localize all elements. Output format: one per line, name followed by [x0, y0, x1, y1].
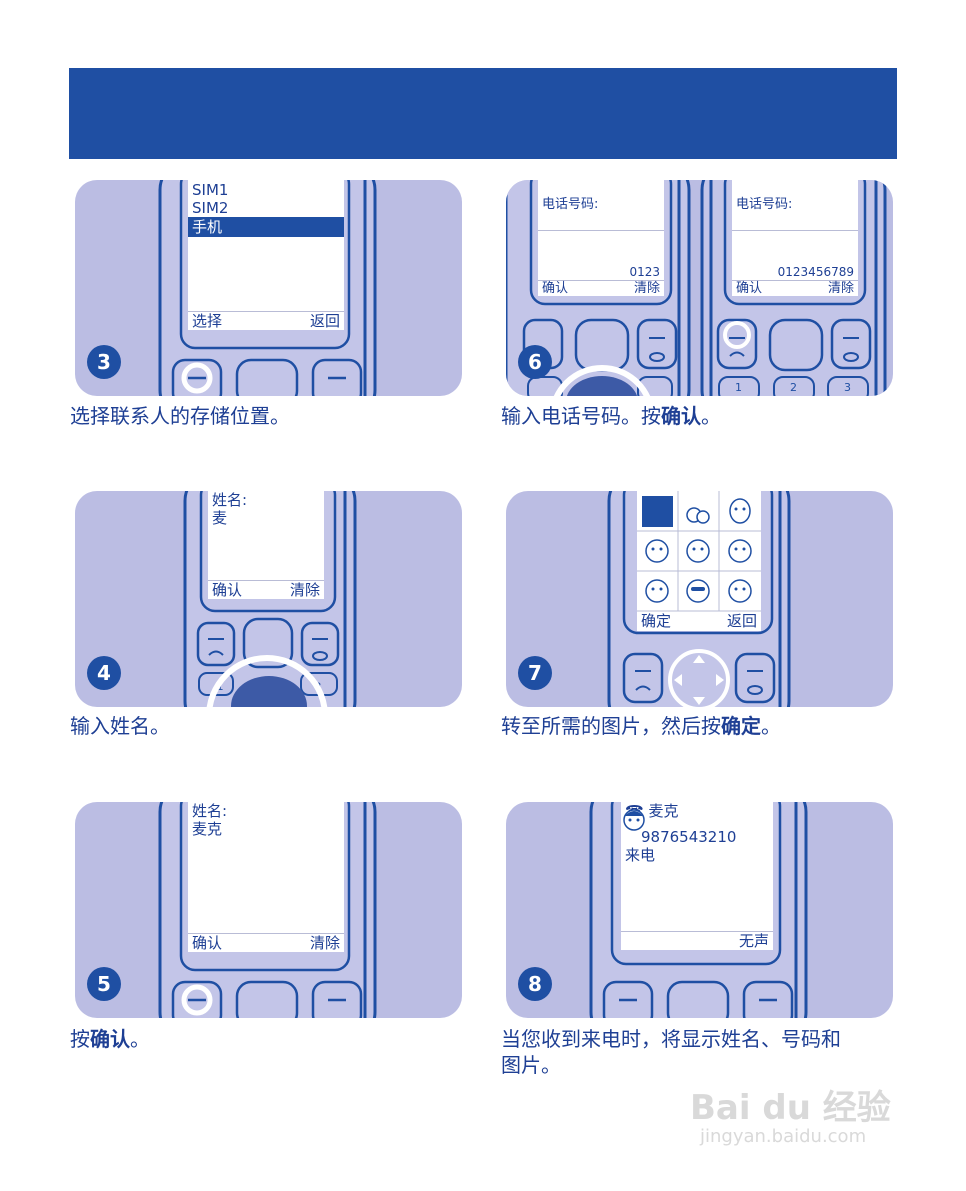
call-status: 来电: [625, 846, 656, 864]
softkey-left: 确定: [641, 612, 672, 630]
caption-line: 图片。: [501, 1053, 561, 1077]
caption-text: 按: [70, 1027, 90, 1051]
step-number-badge: 4: [87, 656, 121, 690]
softkey-bar: 确认 清除: [208, 580, 324, 599]
softkey-right: 清除: [827, 281, 854, 296]
key-label: 2: [790, 381, 797, 394]
step-6-caption: 输入电话号码。按确认。: [501, 403, 721, 429]
caption-bold: 确认: [90, 1027, 130, 1051]
menu-item-sim2: SIM2: [192, 199, 229, 217]
caption-text: 。: [761, 714, 781, 738]
caption-text: 转至所需的图片，然后按: [501, 714, 721, 738]
field-label: 姓名:: [192, 802, 228, 820]
step-3-caption: 选择联系人的存储位置。: [70, 404, 290, 428]
key-label: 1: [735, 381, 742, 394]
phone-screen: 姓名: 麦 确认 清除: [208, 491, 324, 599]
incoming-call-screen: ☎ 麦克 9876543210 来电 无声: [621, 802, 773, 950]
menu-item-phone: 手机: [188, 217, 344, 237]
softkey-bar: 确认 清除: [188, 933, 344, 952]
step-4-caption: 输入姓名。: [70, 714, 170, 738]
softkey-bar: 确定 返回: [637, 612, 761, 631]
softkey-bar: 选择 返回: [188, 311, 344, 330]
arrow-down-icon: [693, 697, 705, 705]
arrow-right-icon: [716, 674, 724, 686]
phone-number-value: 0123456789: [777, 265, 854, 279]
arrow-left-icon: [674, 674, 682, 686]
caption-line: 当您收到来电时，将显示姓名、号码和: [501, 1027, 841, 1051]
key-label: 3: [844, 381, 851, 394]
menu-item-sim1: SIM1: [192, 181, 229, 199]
phone-screen: 姓名: 麦克 确认 清除: [188, 802, 344, 952]
step-8-card: ☎ 麦克 9876543210 来电 无声 8: [506, 802, 893, 1018]
softkey-left: 确认: [542, 281, 569, 296]
picture-softkeys: 确定 返回: [637, 611, 761, 631]
softkey-left: 确认: [192, 934, 223, 952]
step-number-badge: 5: [87, 967, 121, 1001]
arrow-up-icon: [693, 655, 705, 663]
watermark-url: jingyan.baidu.com: [700, 1126, 867, 1147]
field-value: 麦克: [192, 820, 223, 838]
watermark-logo: Bai du 经验: [690, 1088, 891, 1128]
press-indicator: [206, 655, 328, 707]
press-indicator: [181, 984, 213, 1016]
phone-screen-a: 电话号码: 0123 确认 清除: [538, 180, 664, 296]
phone-screen: SIM1 SIM2 手机 选择 返回: [188, 180, 344, 330]
softkey-right: 清除: [309, 934, 340, 952]
step-8-caption: 当您收到来电时，将显示姓名、号码和 图片。: [501, 1026, 841, 1078]
step-number-badge: 6: [518, 345, 552, 379]
softkey-right: 无声: [738, 932, 769, 950]
step-number-badge: 7: [518, 656, 552, 690]
header-banner: [69, 68, 897, 159]
softkey-right: 返回: [726, 612, 757, 630]
step-3-card: SIM1 SIM2 手机 选择 返回 3: [75, 180, 462, 396]
picture-selected: [642, 496, 673, 527]
softkey-bar: 无声: [621, 931, 773, 950]
press-indicator: [181, 362, 213, 394]
softkey-left: 选择: [192, 312, 223, 330]
step-number-badge: 3: [87, 345, 121, 379]
softkey-left: 确认: [736, 281, 763, 296]
phone-screen-b: 电话号码: 0123456789 确认 清除: [732, 180, 858, 296]
caption-bold: 确认: [661, 404, 701, 428]
caller-avatar-icon: [623, 809, 645, 831]
caption-text: 输入电话号码。按: [501, 404, 661, 428]
press-indicator: [553, 365, 651, 396]
softkey-right: 返回: [309, 312, 340, 330]
press-indicator: [723, 321, 751, 349]
caller-number: 9876543210: [641, 828, 737, 846]
field-value: 麦: [212, 509, 228, 527]
step-number-badge: 8: [518, 967, 552, 1001]
softkey-left: 确认: [212, 581, 243, 599]
avatar-faces: [645, 498, 752, 603]
field-label: 电话号码:: [736, 197, 793, 212]
phone-illustration: [607, 491, 791, 707]
caller-name: 麦克: [648, 802, 679, 820]
field-label: 姓名:: [212, 491, 248, 509]
step-7-card: 确定 返回 7: [506, 491, 893, 707]
caption-bold: 确定: [721, 714, 761, 738]
step-4-card: 1 3 姓名: 麦 确认 清除 4: [75, 491, 462, 707]
softkey-right: 清除: [289, 581, 320, 599]
step-5-card: 姓名: 麦克 确认 清除 5: [75, 802, 462, 1018]
softkey-bar: 确认 清除: [732, 280, 858, 296]
field-label: 电话号码:: [542, 197, 599, 212]
caption-text: 。: [701, 404, 721, 428]
caption-text: 。: [130, 1027, 150, 1051]
step-6-card: 6 1 2 3 电话号码: 0123 确认 清除 电话号码: 012345678…: [506, 180, 893, 396]
step-7-caption: 转至所需的图片，然后按确定。: [501, 713, 781, 739]
step-5-caption: 按确认。: [70, 1026, 150, 1052]
phone-number-value: 0123: [629, 265, 660, 279]
softkey-bar: 确认 清除: [538, 280, 664, 296]
navigation-key: [668, 649, 730, 707]
softkey-right: 清除: [633, 281, 660, 296]
